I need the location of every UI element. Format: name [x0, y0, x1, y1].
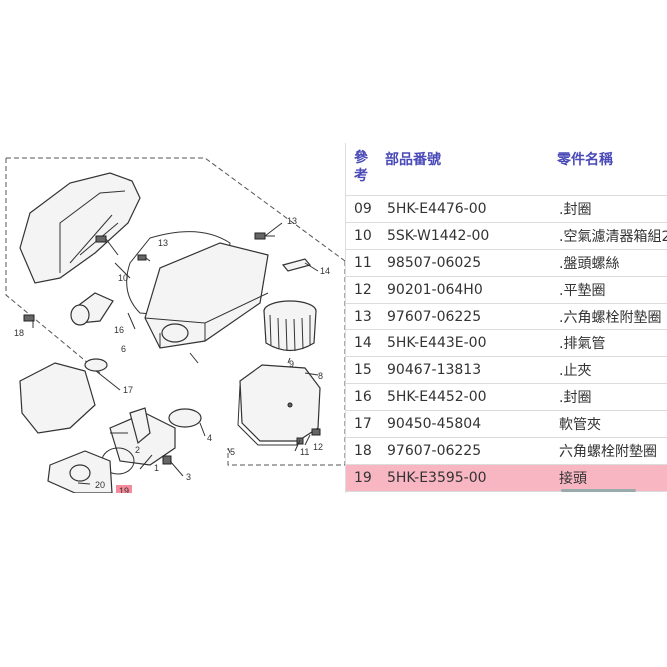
callout-13a: 13: [287, 216, 297, 226]
callout-10: 10: [118, 273, 128, 283]
cell-ref: 11: [346, 249, 379, 277]
callout-5: 5: [230, 447, 235, 457]
air-filter-case: [19, 172, 141, 284]
header-ref: 參 考: [346, 143, 379, 196]
cell-part-number: 5HK-E3595-00: [379, 464, 551, 492]
header-ref-label: 參 考: [354, 150, 368, 184]
callout-8: 8: [318, 371, 323, 381]
cell-part-name: 墊片: [551, 491, 667, 493]
callout-11: 11: [300, 447, 309, 457]
callout-19: 19: [119, 486, 129, 493]
cell-part-name: 軟管夾: [551, 410, 667, 439]
callout-6: 6: [121, 344, 126, 354]
fasteners: [23, 232, 321, 465]
cell-ref: 15: [346, 356, 379, 385]
cell-part-name: 六角螺栓附墊圈: [551, 437, 667, 465]
table-row[interactable]: 205HK-E3556-10墊片: [346, 491, 667, 493]
callout-2: 2: [135, 445, 140, 455]
cell-ref: 13: [346, 303, 379, 331]
callout-labels: 13 13 10 14 18 16 9 6 8 17 4 11 12 2 3 1…: [14, 216, 330, 493]
cell-part-name: .空氣濾清器箱組2: [551, 222, 667, 250]
cell-part-name: .平墊圈: [551, 276, 667, 304]
cell-part-name: .封圈: [551, 195, 667, 223]
assembly-boundary-left: [5, 158, 101, 374]
exploded-parts-diagram: 13 13 10 14 18 16 9 6 8 17 4 11 12 2 3 1…: [5, 157, 345, 493]
cell-part-number: 90450-45804: [379, 410, 551, 439]
cell-ref: 17: [346, 410, 379, 439]
callout-4: 4: [207, 433, 212, 443]
cell-part-name: .排氣管: [551, 329, 667, 358]
filter-element: [263, 300, 317, 352]
cell-ref: 16: [346, 383, 379, 412]
callout-16: 16: [114, 325, 124, 335]
cell-part-number: 5HK-E443E-00: [379, 329, 551, 358]
cell-part-number: 5HK-E3556-10: [379, 491, 551, 493]
cell-part-name: 接頭: [551, 464, 667, 492]
assembly-boundary-right: [227, 261, 345, 466]
horizontal-scrollbar[interactable]: [561, 489, 636, 492]
cell-part-number: 97607-06225: [379, 437, 551, 465]
header-part-number: 部品番號: [379, 143, 551, 196]
leader-lines: [32, 222, 319, 485]
cell-ref: 19: [346, 464, 379, 492]
callout-19-highlight: [116, 485, 132, 493]
cell-part-number: 5HK-E4452-00: [379, 383, 551, 412]
cell-part-number: 5SK-W1442-00: [379, 222, 551, 250]
cell-ref: 09: [346, 195, 379, 223]
cell-ref: 10: [346, 222, 379, 250]
cell-part-number: 97607-06225: [379, 303, 551, 331]
cell-part-name: .六角螺栓附墊圈: [551, 303, 667, 331]
outer-cover: [237, 364, 321, 446]
callout-20: 20: [95, 480, 105, 490]
cell-part-name: .盤頭螺絲: [551, 249, 667, 277]
air-filter-cover: [144, 242, 269, 349]
cell-part-number: 5HK-E4476-00: [379, 195, 551, 223]
callout-3: 3: [186, 472, 191, 482]
callout-9: 9: [289, 359, 294, 369]
callout-1: 1: [154, 463, 159, 473]
cell-part-name: .止夾: [551, 356, 667, 385]
case-bolt: [95, 235, 107, 243]
cell-ref: 18: [346, 437, 379, 465]
cell-part-number: 90467-13813: [379, 356, 551, 385]
callout-12: 12: [313, 442, 323, 452]
cell-ref: 14: [346, 329, 379, 358]
carburetor-joint: [19, 362, 202, 493]
callout-14: 14: [320, 266, 330, 276]
callout-13b: 13: [158, 238, 168, 248]
callout-17: 17: [123, 385, 133, 395]
table-header-row: 參 考 部品番號 零件名稱: [346, 143, 667, 196]
cell-part-number: 98507-06025: [379, 249, 551, 277]
cell-part-number: 90201-064H0: [379, 276, 551, 304]
cell-part-name: .封圈: [551, 383, 667, 412]
cell-ref: 12: [346, 276, 379, 304]
callout-18: 18: [14, 328, 24, 338]
intake-elbow: [70, 292, 114, 326]
header-part-name: 零件名稱: [551, 143, 667, 196]
assembly-boundary: [6, 157, 345, 262]
cell-ref: 20: [346, 491, 379, 493]
